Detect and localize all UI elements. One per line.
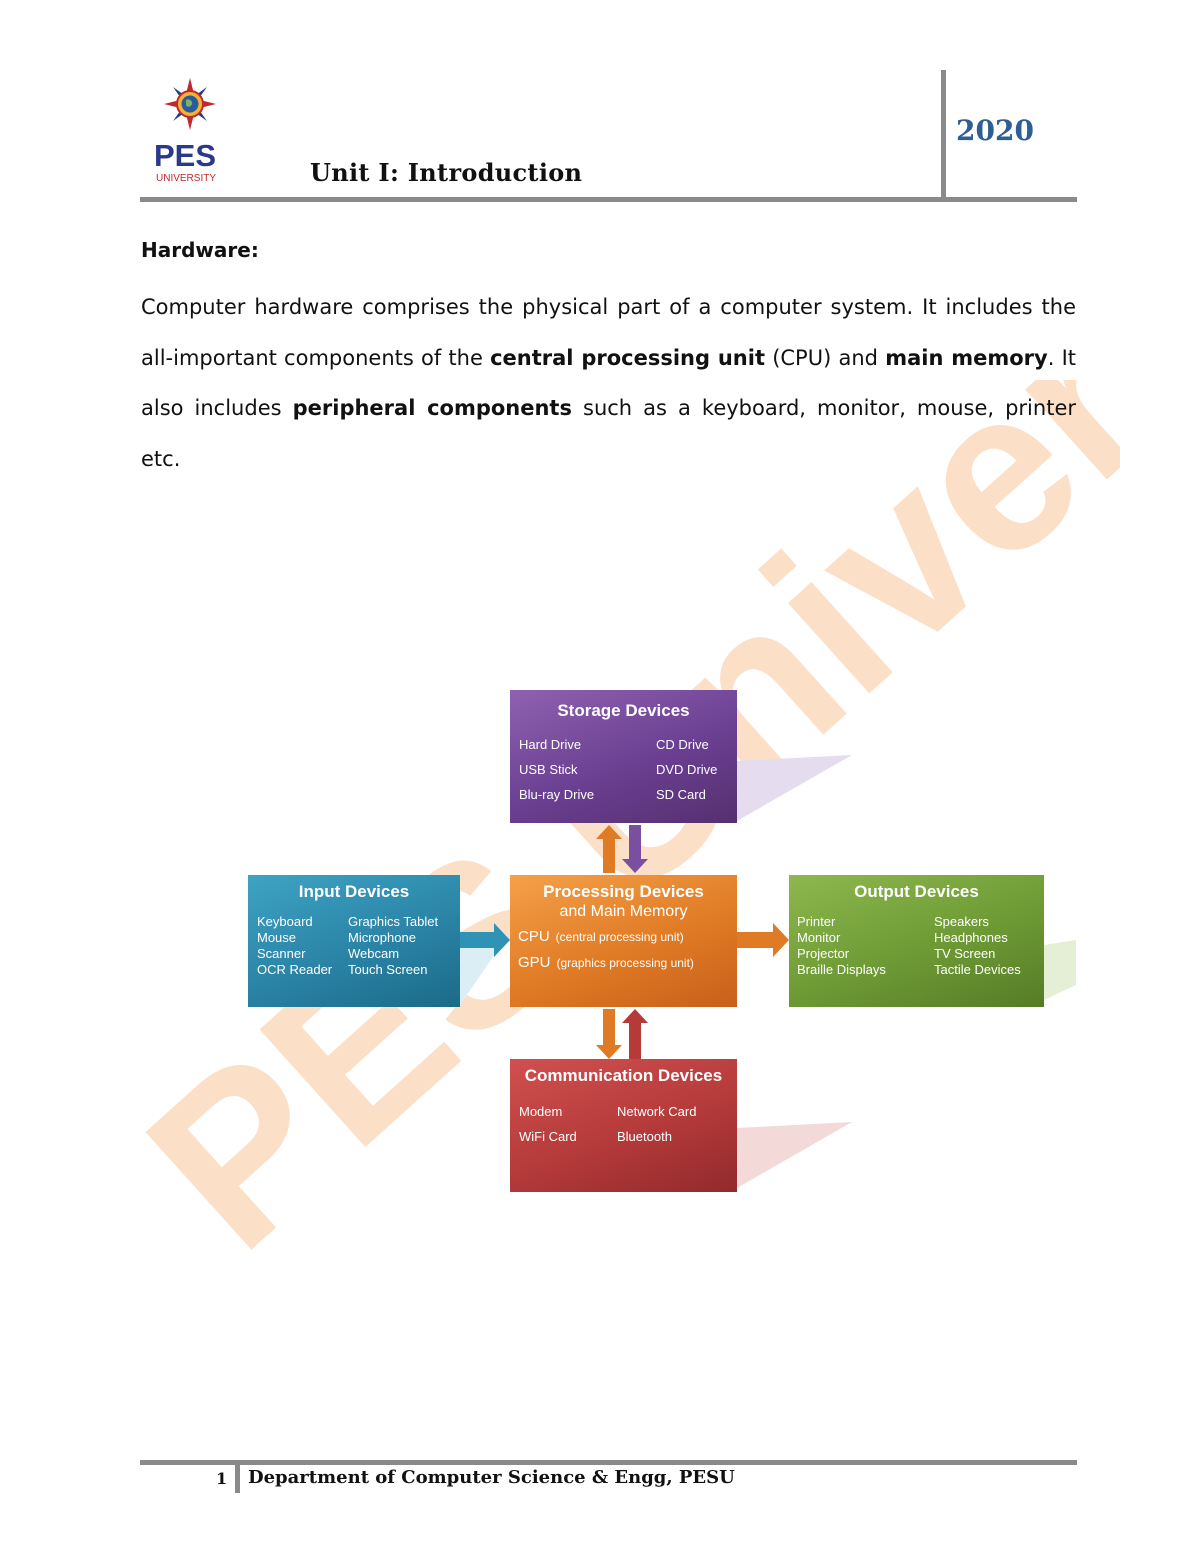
output-title: Output Devices [854, 882, 979, 901]
input-item: Mouse [257, 930, 297, 945]
storage-devices-box: Storage Devices Hard Drive CD Drive USB … [510, 690, 737, 823]
gpu-row: GPU(graphics processing unit) [518, 954, 694, 971]
output-item: TV Screen [934, 946, 996, 961]
bold-main-memory: main memory [885, 345, 1048, 370]
logo-subtext: UNIVERSITY [156, 173, 216, 184]
page-number: 1 [216, 1469, 228, 1488]
storage-item: SD Card [656, 787, 706, 802]
storage-item: DVD Drive [656, 762, 718, 777]
arrows-storage [596, 825, 648, 873]
footer-divider-vertical [235, 1465, 240, 1493]
processing-subtitle: and Main Memory [559, 903, 688, 920]
output-item: Headphones [934, 930, 1008, 945]
compass-emblem-icon [164, 78, 216, 130]
storage-shadow [737, 755, 852, 821]
arrows-comm [596, 1009, 648, 1059]
arrow-up-icon [622, 1009, 648, 1059]
communication-devices-box: Communication Devices Modem Network Card… [510, 1059, 737, 1192]
footer-divider [140, 1460, 1077, 1465]
arrow-down-icon [622, 825, 648, 873]
logo-text: PES [154, 138, 216, 173]
output-item: Monitor [797, 930, 841, 945]
output-shadow [1044, 940, 1076, 1000]
storage-title: Storage Devices [557, 701, 690, 720]
pes-logo: PES UNIVERSITY [154, 78, 216, 184]
communication-item: WiFi Card [519, 1129, 577, 1144]
communication-title: Communication Devices [524, 1066, 723, 1085]
footer-text: Department of Computer Science & Engg, P… [248, 1467, 735, 1488]
storage-item: USB Stick [519, 762, 578, 777]
header-divider [140, 197, 1077, 202]
arrow-right-icon [460, 923, 510, 957]
bold-cpu: central processing unit [490, 345, 765, 370]
hardware-diagram: Storage Devices Hard Drive CD Drive USB … [240, 685, 1080, 1200]
input-item: Keyboard [257, 914, 313, 929]
input-item: OCR Reader [257, 962, 333, 977]
cpu-row: CPU(central processing unit) [518, 928, 684, 945]
output-item: Tactile Devices [934, 962, 1021, 977]
hardware-paragraph: Computer hardware comprises the physical… [141, 295, 1077, 471]
header-divider-vertical [941, 70, 946, 200]
input-title: Input Devices [298, 882, 410, 901]
processing-devices-box: Processing Devices and Main Memory CPU(c… [510, 875, 737, 1007]
input-item: Scanner [257, 946, 306, 961]
unit-title: Unit I: Introduction [310, 158, 583, 187]
arrow-output [737, 923, 789, 957]
comm-shadow [737, 1122, 852, 1188]
output-devices-box: Output Devices Printer Speakers Monitor … [789, 875, 1044, 1007]
storage-item: Blu-ray Drive [519, 787, 595, 802]
section-heading: Hardware: [141, 238, 259, 262]
output-item: Projector [797, 946, 850, 961]
communication-items: Modem Network Card WiFi Card Bluetooth [510, 1104, 737, 1144]
output-item: Printer [797, 914, 836, 929]
bold-peripheral: peripheral components [292, 396, 572, 420]
storage-items: Hard Drive CD Drive USB Stick DVD Drive … [510, 737, 737, 802]
communication-item: Bluetooth [617, 1129, 672, 1144]
arrow-down-icon [596, 1009, 622, 1059]
input-item: Graphics Tablet [348, 914, 439, 929]
output-item: Speakers [934, 914, 989, 929]
processing-title: Processing Devices [543, 882, 704, 901]
arrow-right-icon [737, 923, 789, 957]
storage-item: CD Drive [656, 737, 709, 752]
output-item: Braille Displays [797, 962, 886, 977]
input-item: Webcam [348, 946, 400, 961]
year-label: 2020 [956, 114, 1034, 147]
communication-item: Network Card [617, 1104, 697, 1119]
storage-item: Hard Drive [519, 737, 582, 752]
arrow-input [460, 923, 510, 957]
input-item: Touch Screen [348, 962, 428, 977]
output-items: Printer Speakers Monitor Headphones Proj… [789, 914, 1044, 977]
input-devices-box: Input Devices Keyboard Graphics Tablet M… [248, 875, 460, 1007]
arrow-up-icon [596, 825, 622, 873]
input-item: Microphone [348, 930, 416, 945]
input-items: Keyboard Graphics Tablet Mouse Microphon… [248, 914, 460, 977]
communication-item: Modem [519, 1104, 563, 1119]
